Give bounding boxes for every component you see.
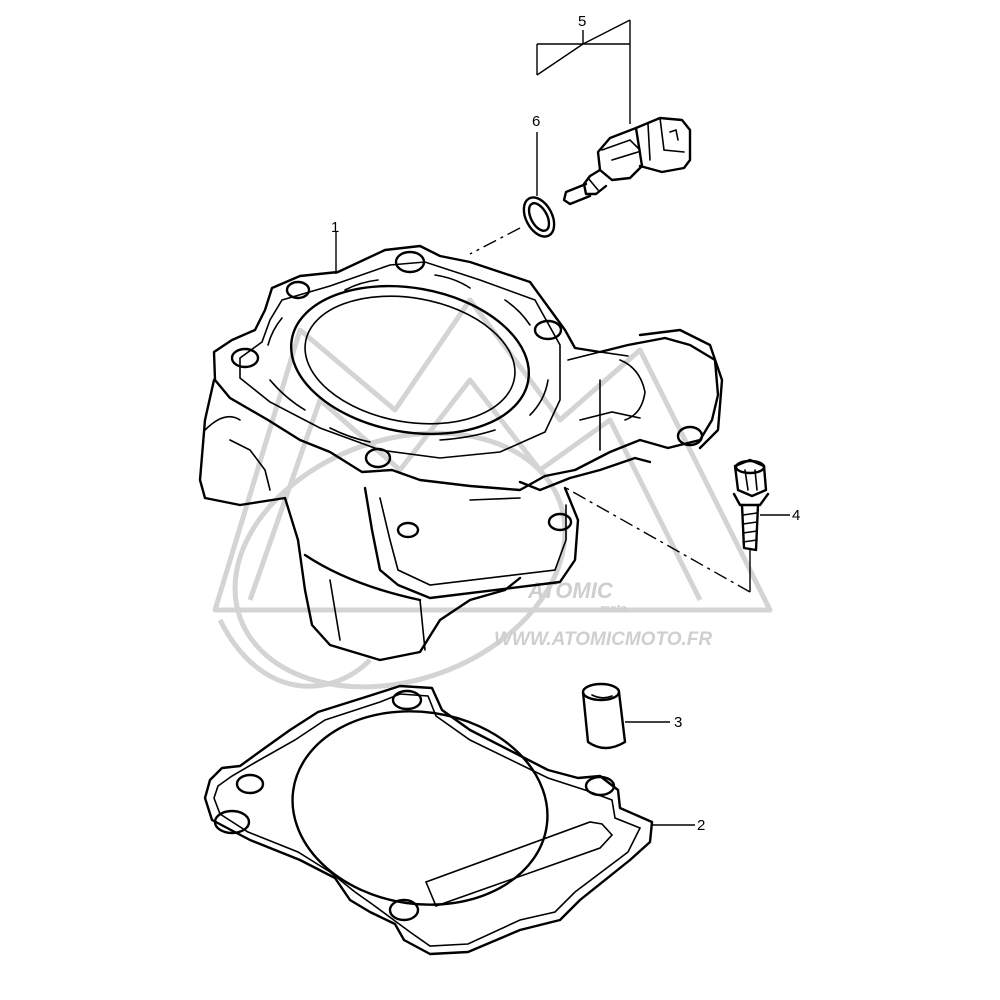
washer-part — [522, 196, 556, 238]
gasket-part — [203, 684, 654, 956]
watermark-sub: moto — [600, 603, 627, 615]
bolt-part — [732, 458, 770, 552]
callout-4: 4 — [792, 507, 800, 524]
dowel-part — [581, 682, 627, 750]
sensor-part — [562, 116, 692, 206]
watermark-brand: ATOMIC — [527, 578, 614, 603]
callout-3: 3 — [674, 714, 682, 731]
callout-6: 6 — [532, 113, 540, 130]
cylinder-part — [198, 244, 724, 662]
callout-1: 1 — [331, 219, 339, 236]
callout-labels: 1 2 3 4 5 6 — [331, 13, 800, 834]
watermark: ATOMIC moto WWW.ATOMICMOTO.FR — [212, 297, 773, 690]
callout-2: 2 — [697, 817, 705, 834]
leader-lines — [335, 19, 790, 826]
callout-5: 5 — [578, 13, 586, 30]
watermark-url: WWW.ATOMICMOTO.FR — [494, 629, 712, 650]
